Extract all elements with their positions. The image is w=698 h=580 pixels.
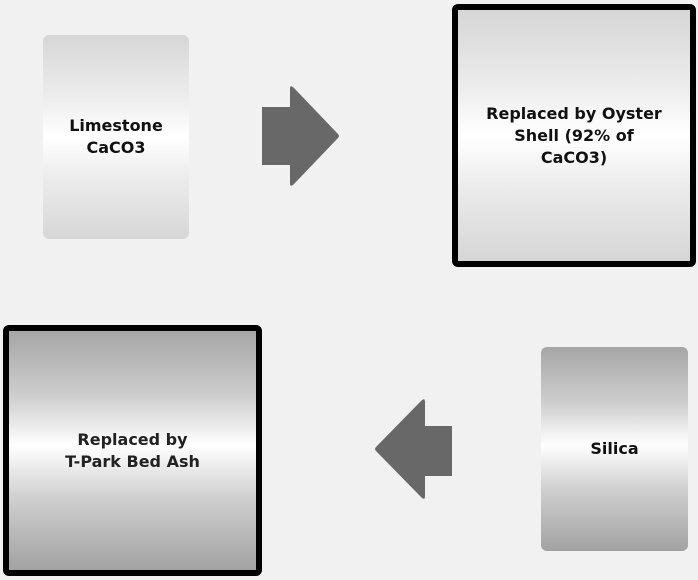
limestone-node: Limestone CaCO3 (43, 35, 189, 239)
limestone-label: Limestone CaCO3 (59, 115, 173, 159)
t-park-label-line-1: Replaced by (77, 429, 188, 449)
silica-label: Silica (580, 438, 648, 460)
oyster-shell-node: Replaced by Oyster Shell (92% of CaCO3) (452, 4, 696, 267)
oyster-label-line-2: Shell (92% of (514, 125, 634, 145)
oyster-label-line-3: CaCO3) (540, 147, 608, 167)
silica-label-line-1: Silica (590, 439, 639, 458)
oyster-shell-label: Replaced by Oyster Shell (92% of CaCO3) (476, 103, 672, 169)
arrow-left-icon (375, 399, 452, 499)
t-park-label: Replaced by T-Park Bed Ash (55, 429, 210, 473)
t-park-label-line-2: T-Park Bed Ash (65, 451, 200, 471)
arrow-right-icon (262, 86, 339, 186)
limestone-label-line-2: CaCO3 (86, 138, 146, 157)
t-park-bed-ash-node: Replaced by T-Park Bed Ash (3, 325, 262, 576)
limestone-label-line-1: Limestone (69, 116, 163, 135)
silica-node: Silica (541, 347, 688, 551)
oyster-label-line-1: Replaced by Oyster (486, 103, 662, 123)
